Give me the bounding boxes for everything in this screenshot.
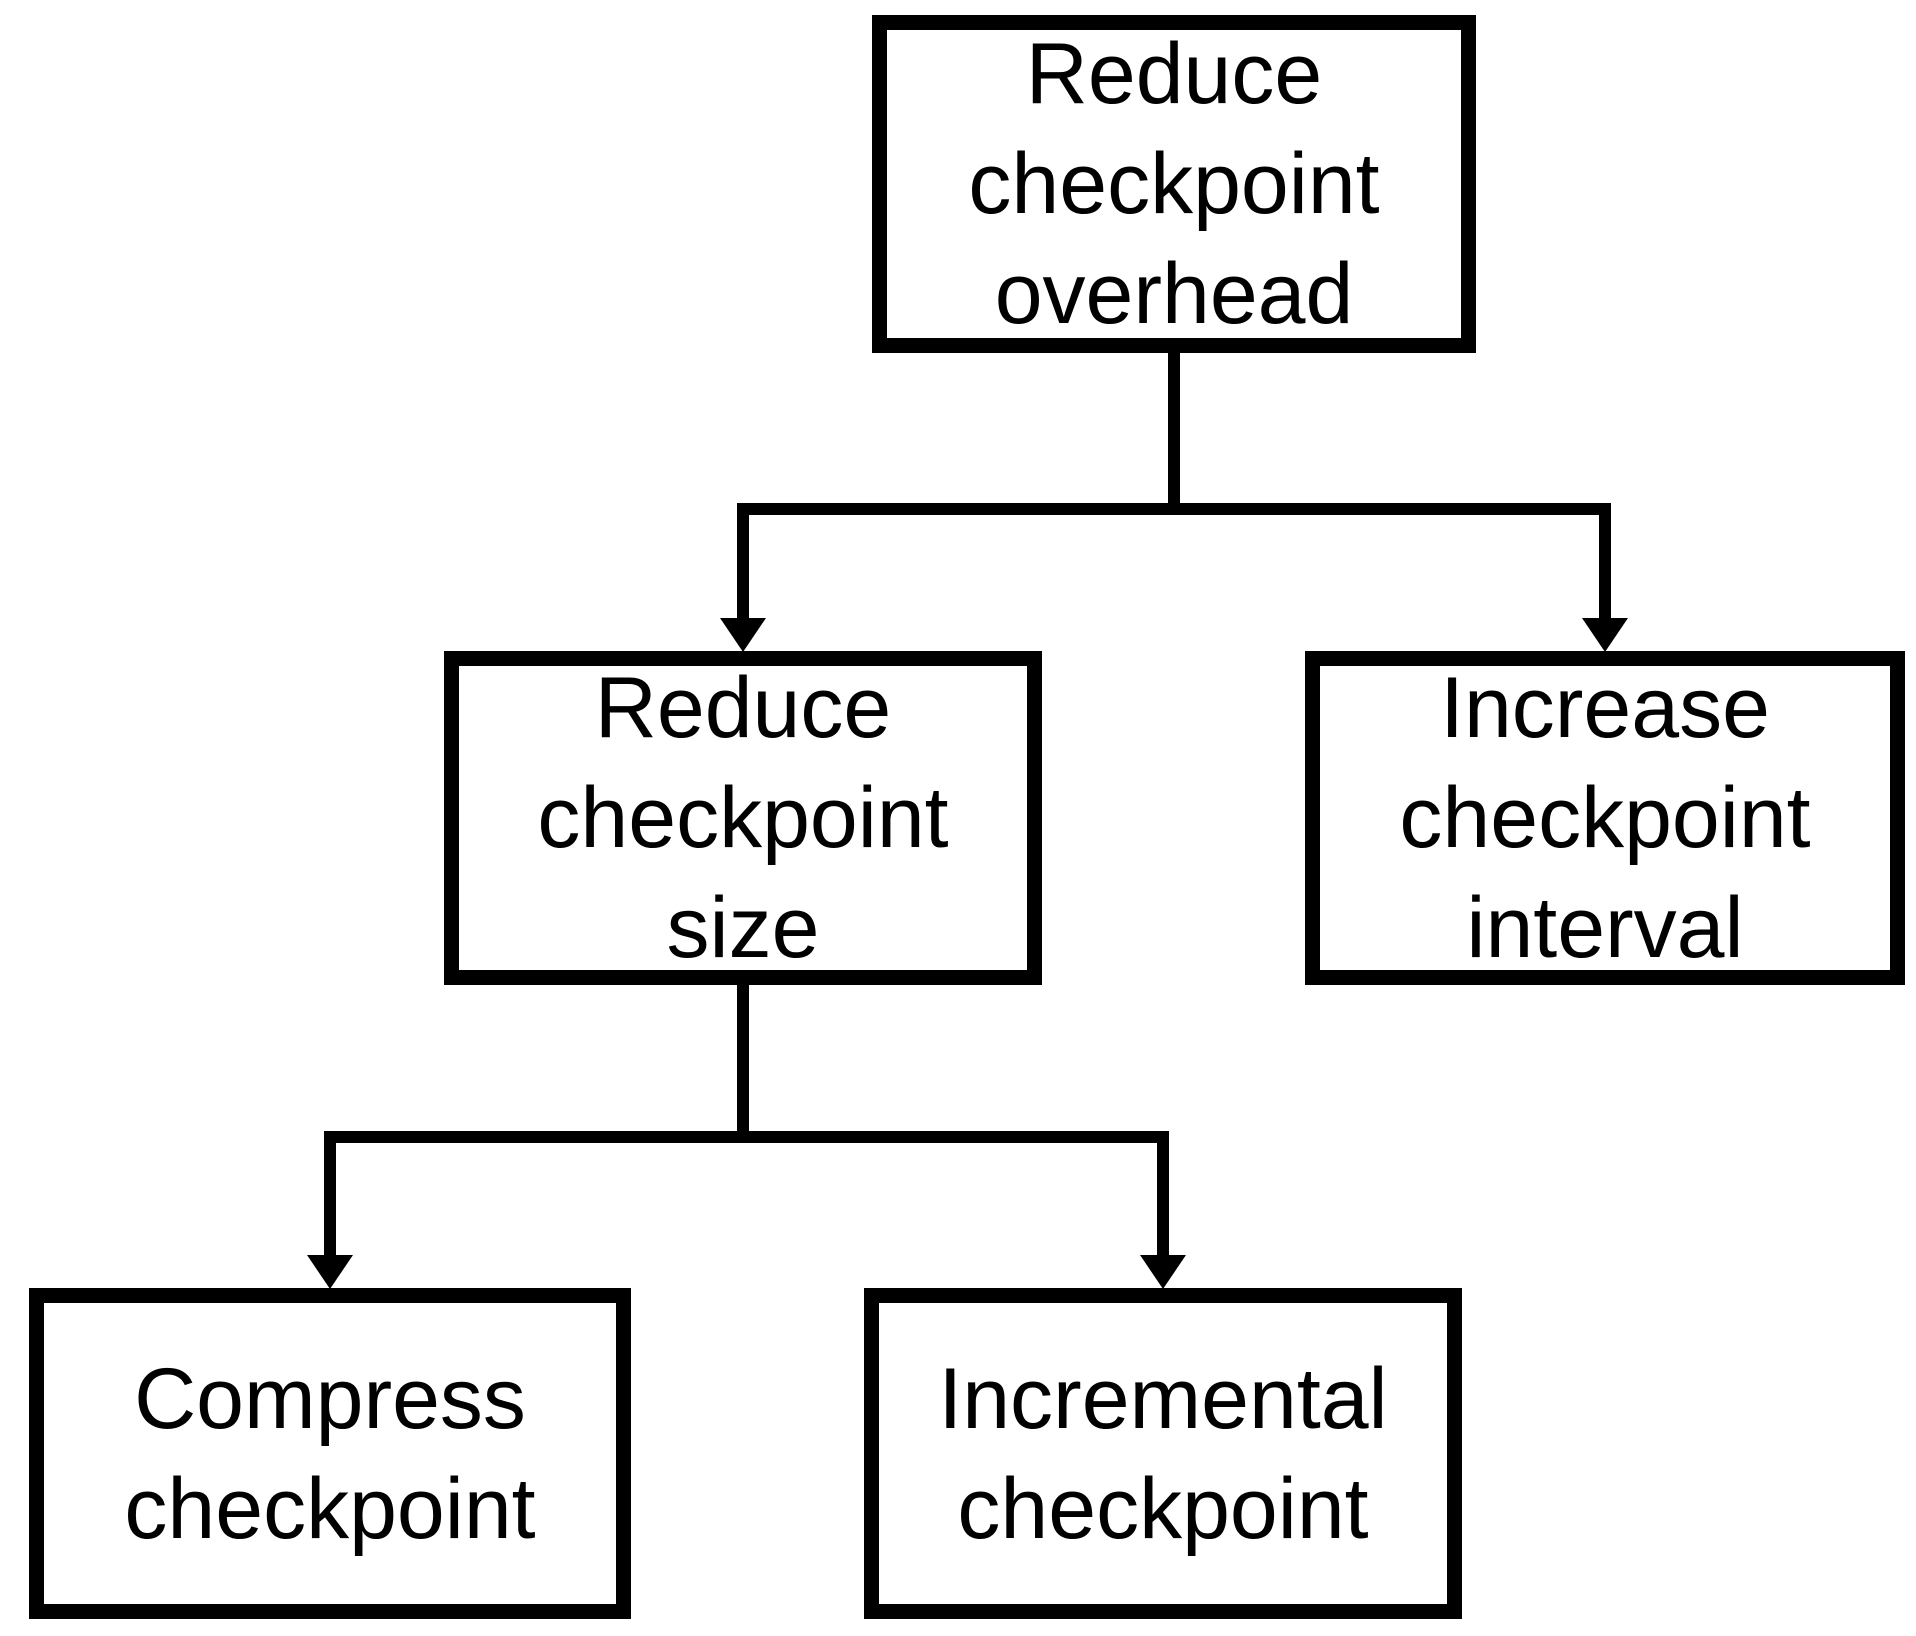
node-label-line: Incremental	[938, 1350, 1388, 1447]
node-label: Reduce checkpoint overhead	[968, 19, 1379, 349]
edge-overhead-to-interval-arrowhead	[1582, 618, 1628, 652]
node-label-line: overhead	[994, 246, 1354, 342]
node-increase-checkpoint-interval: Increase checkpoint interval	[1305, 651, 1905, 985]
node-label-line: checkpoint	[968, 136, 1380, 232]
node-label-line: size	[666, 880, 820, 976]
node-label-line: checkpoint	[124, 1460, 536, 1557]
node-label-line: checkpoint	[537, 770, 949, 866]
node-label: Increase checkpoint interval	[1399, 653, 1810, 983]
edge-overhead-to-size-arrowhead	[720, 618, 766, 652]
node-reduce-checkpoint-size: Reduce checkpoint size	[444, 651, 1042, 985]
edge-size-to-compress-arrowhead	[307, 1255, 353, 1289]
node-label-line: Increase	[1440, 660, 1770, 756]
node-compress-checkpoint: Compress checkpoint	[29, 1288, 631, 1619]
edge-size-to-incremental-arrowhead	[1140, 1255, 1186, 1289]
node-label-line: Compress	[134, 1350, 526, 1447]
node-label: Incremental checkpoint	[938, 1344, 1387, 1564]
node-reduce-checkpoint-overhead: Reduce checkpoint overhead	[872, 15, 1476, 353]
node-label-line: Reduce	[594, 660, 892, 756]
node-label-line: checkpoint	[957, 1460, 1369, 1557]
node-label: Reduce checkpoint size	[537, 653, 948, 983]
node-incremental-checkpoint: Incremental checkpoint	[864, 1288, 1462, 1619]
node-label: Compress checkpoint	[124, 1344, 535, 1564]
node-label-line: interval	[1466, 880, 1744, 976]
node-label-line: Reduce	[1025, 26, 1323, 122]
node-label-line: checkpoint	[1399, 770, 1811, 866]
